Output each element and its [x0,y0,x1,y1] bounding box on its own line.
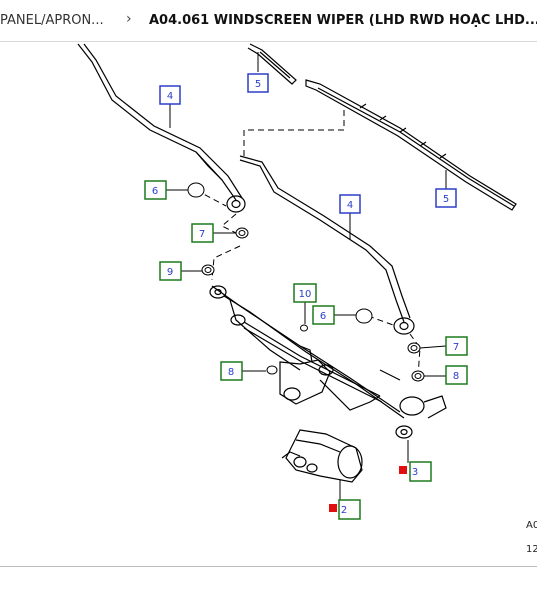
svg-text:7: 7 [199,229,205,240]
chevron-right-icon: › [126,11,132,27]
svg-text:5: 5 [443,194,449,205]
callout-2[interactable]: 2 [329,499,361,520]
callout-7-right[interactable]: 7 [445,336,468,356]
svg-text:2: 2 [341,505,347,516]
red-marker-3 [399,466,407,474]
callout-10[interactable]: 10 [293,283,317,303]
svg-text:3: 3 [412,467,418,478]
wiper-motor [281,429,363,483]
connection-dashes [195,110,421,377]
svg-text:4: 4 [347,200,353,211]
svg-text:4: 4 [167,91,173,102]
callout-8-right[interactable]: 8 [445,365,468,385]
svg-text:5: 5 [255,79,261,90]
right-wiper-arm [239,155,415,335]
breadcrumb: PANEL/APRON... › A04.061 WINDSCREEN WIPE… [0,0,537,42]
red-marker-2 [329,504,337,512]
svg-text:10: 10 [299,289,312,300]
svg-text:8: 8 [453,371,459,382]
wiper-exploded-view: 4 5 5 4 6 7 9 10 6 8 7 8 [77,43,517,520]
side-code-label: A0 [526,520,537,531]
svg-text:8: 8 [228,367,234,378]
top-wiper-blade [247,43,297,85]
callout-4-right[interactable]: 4 [339,194,361,214]
callout-6-mid[interactable]: 6 [312,305,335,325]
callout-6-left[interactable]: 6 [144,180,167,200]
callout-4-left[interactable]: 4 [159,85,181,105]
svg-text:6: 6 [152,186,158,197]
breadcrumb-parent-link[interactable]: PANEL/APRON... [0,13,104,28]
svg-text:7: 7 [453,342,459,353]
callout-5-top[interactable]: 5 [247,73,269,93]
callout-7-left[interactable]: 7 [191,223,214,243]
svg-text:6: 6 [320,311,326,322]
right-wiper-blade [305,79,517,211]
wiper-linkage [209,285,447,439]
callout-leader-lines [166,52,448,500]
side-page-label: 12 [526,544,537,555]
svg-text:9: 9 [167,267,173,278]
callout-8-left[interactable]: 8 [220,361,243,381]
small-fasteners [187,182,425,382]
callout-9[interactable]: 9 [159,261,182,281]
breadcrumb-current-title: A04.061 WINDSCREEN WIPER (LHD RWD HOẶC L… [149,13,537,28]
callout-3[interactable]: 3 [399,461,432,482]
parts-diagram: 4 5 5 4 6 7 9 10 6 8 7 8 [0,42,537,566]
left-wiper-arm [77,43,246,213]
callout-5-right[interactable]: 5 [435,188,457,208]
bottom-divider [0,566,537,567]
